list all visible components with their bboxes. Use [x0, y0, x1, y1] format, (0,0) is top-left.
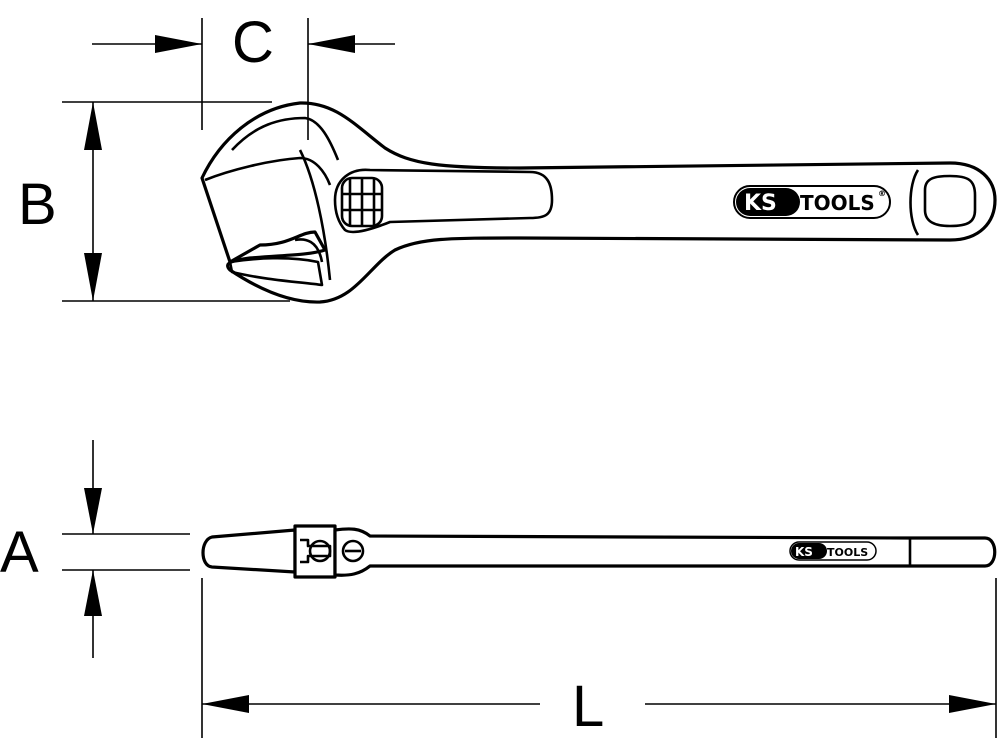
side-jaw-pin — [308, 539, 332, 563]
side-screw — [341, 539, 365, 563]
logo-small-tools-text: TOOLS — [827, 546, 868, 559]
hang-hole — [923, 174, 977, 228]
ks-tools-logo-large: KS TOOLS ® — [733, 185, 891, 219]
dimension-b: B — [18, 101, 290, 302]
ks-tools-logo-small: KS TOOLS — [789, 541, 877, 561]
worm-gear — [340, 176, 384, 228]
movable-jaw-slot — [294, 238, 324, 263]
worm-window — [333, 168, 554, 234]
wrench-body-outline — [200, 101, 997, 304]
logo-tools-text: TOOLS — [800, 191, 875, 215]
movable-jaw — [228, 256, 324, 287]
wrench-top-view: KS TOOLS ® — [200, 101, 997, 304]
handle-end-groove — [909, 169, 920, 236]
dimension-c: C — [92, 10, 395, 140]
wrench-side-view: KS TOOLS — [201, 524, 997, 579]
dimension-a-label: A — [0, 520, 39, 585]
logo-ks-text: KS — [744, 191, 777, 216]
logo-small-ks-text: KS — [795, 545, 813, 559]
side-handle — [333, 527, 997, 577]
dimension-l: L — [201, 578, 997, 739]
side-jaw-tip — [201, 528, 297, 574]
fixed-jaw-edge — [231, 116, 340, 161]
dimension-l-label: L — [572, 674, 604, 739]
movable-jaw-shank — [298, 149, 332, 281]
dimension-a: A — [0, 440, 190, 658]
fixed-jaw-inner — [204, 156, 332, 186]
dimension-b-label: B — [18, 172, 57, 237]
dimension-c-label: C — [232, 10, 274, 75]
logo-registered-mark: ® — [878, 189, 886, 198]
